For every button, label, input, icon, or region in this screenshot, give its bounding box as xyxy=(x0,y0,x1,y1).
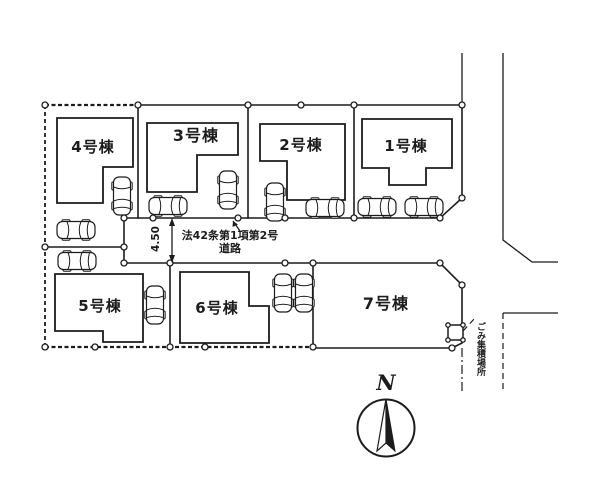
compass-needle-left xyxy=(376,398,387,453)
public-road-lines xyxy=(461,53,558,392)
car-icon xyxy=(217,170,239,210)
car-icon xyxy=(111,176,133,216)
car-icon xyxy=(144,285,166,325)
building-label-2: 2号棟 xyxy=(279,136,323,154)
car-icon xyxy=(293,273,315,313)
survey-points xyxy=(41,101,466,352)
car-icon xyxy=(357,196,397,218)
car-icon xyxy=(404,196,444,218)
garbage-station-box xyxy=(445,317,476,343)
road-width-label: 4.50 xyxy=(150,226,162,252)
car-icon xyxy=(305,197,345,219)
public-road-east-edge xyxy=(502,53,558,263)
car-icon xyxy=(264,182,286,222)
north-label: N xyxy=(376,370,396,395)
car-icon xyxy=(56,219,96,241)
building-outline-3 xyxy=(146,122,239,193)
road-designation-label: 法42条第1項第2号 道路 xyxy=(148,229,312,255)
building-outline-2 xyxy=(259,123,346,201)
north-compass xyxy=(356,398,416,458)
building-label-1: 1号棟 xyxy=(384,137,428,155)
building-label-6: 6号棟 xyxy=(195,299,239,317)
garbage-station-label: ごみ集積場所 xyxy=(475,322,485,376)
building-outline-4 xyxy=(56,117,134,204)
building-outline-5 xyxy=(54,273,144,343)
car-icon xyxy=(57,250,97,272)
car-icon xyxy=(272,273,294,313)
building-outline-1 xyxy=(361,118,453,186)
building-label-5: 5号棟 xyxy=(78,297,122,315)
right-boundary-lot7 xyxy=(450,284,463,350)
road-designation-line2: 道路 xyxy=(219,242,241,255)
building-footprints xyxy=(54,117,453,344)
road-designation-line1: 法42条第1項第2号 xyxy=(181,229,279,242)
compass-needle-right xyxy=(385,398,396,453)
car-icon xyxy=(148,195,188,217)
building-label-3: 3号棟 xyxy=(172,126,220,145)
garbage-leader-line xyxy=(462,317,476,332)
dimension-arrow xyxy=(169,218,241,263)
building-outline-6 xyxy=(179,271,270,344)
building-label-7: 7号棟 xyxy=(362,294,410,313)
building-label-4: 4号棟 xyxy=(71,138,115,156)
